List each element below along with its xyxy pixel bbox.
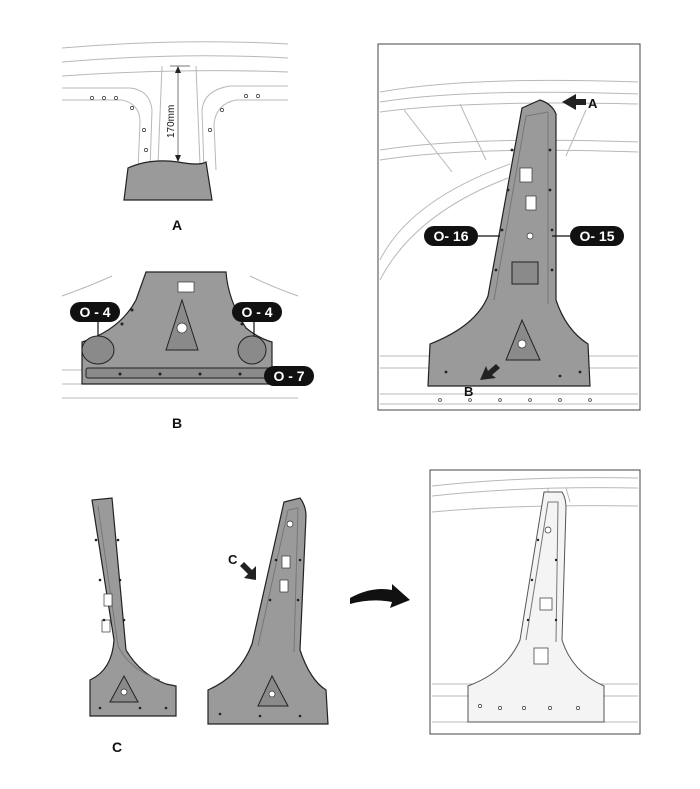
main-view-panel	[377, 43, 641, 411]
svg-text:O- 15: O- 15	[579, 228, 614, 244]
detail-c-label: C	[112, 739, 122, 755]
svg-text:O - 7: O - 7	[273, 368, 304, 384]
arrow-b: B	[464, 364, 500, 399]
b-pillar-outer-panel	[427, 99, 591, 387]
detail-c-inner-pillar	[89, 497, 177, 717]
detail-b-label: B	[172, 415, 182, 431]
tag-o4-right: O - 4	[232, 302, 282, 336]
svg-text:O - 4: O - 4	[79, 304, 110, 320]
detail-a-label: A	[172, 217, 182, 233]
svg-text:O- 16: O- 16	[433, 228, 468, 244]
arrow-c: C	[228, 552, 256, 580]
tag-o16: O- 16	[424, 226, 500, 246]
svg-text:B: B	[464, 384, 473, 399]
svg-text:A: A	[588, 96, 598, 111]
tag-o4-left: O - 4	[70, 302, 120, 336]
flip-arrow-icon	[350, 584, 410, 608]
installed-view-panel	[429, 469, 641, 735]
tag-o15: O- 15	[552, 226, 624, 246]
svg-text:O - 4: O - 4	[241, 304, 272, 320]
new-outer-pillar-part	[207, 497, 329, 725]
tag-o7: O - 7	[264, 366, 314, 386]
detail-a-panel: 170mm	[61, 41, 289, 201]
pillar-cut-section	[123, 160, 213, 201]
svg-text:C: C	[228, 552, 238, 567]
dimension-label: 170mm	[166, 105, 177, 138]
detail-b-panel	[61, 271, 299, 399]
arrow-a: A	[562, 94, 598, 111]
